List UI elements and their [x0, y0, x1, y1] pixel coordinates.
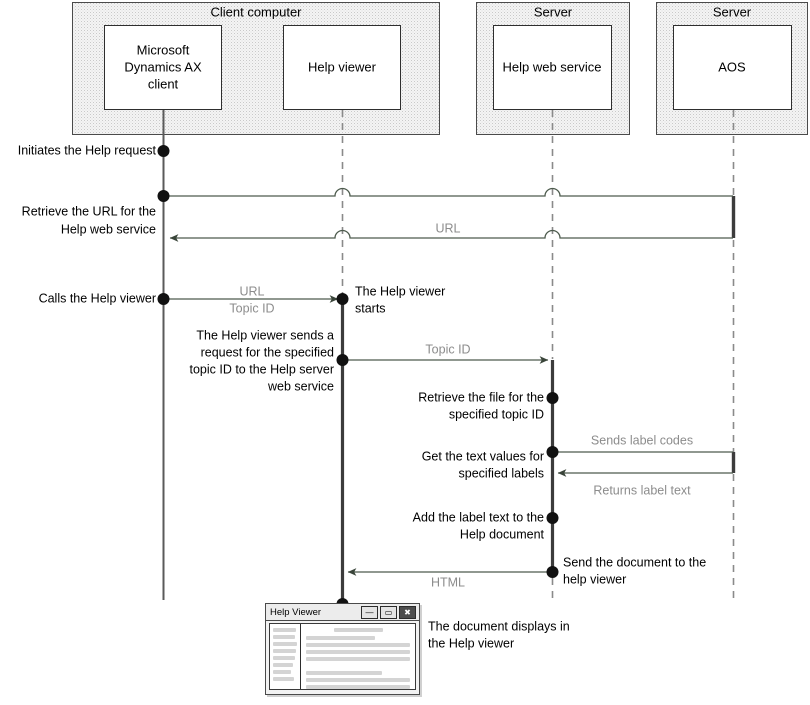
nav-placeholder-bar — [273, 649, 296, 653]
event-dot — [336, 354, 349, 366]
maximize-icon[interactable]: ▭ — [380, 606, 397, 619]
event-dot — [157, 145, 170, 157]
annotation-line: Help web service — [61, 222, 156, 236]
message-label-topic-id-bottom: Topic ID — [229, 301, 274, 315]
participant-aos[interactable]: AOS — [673, 25, 792, 110]
nav-placeholder-bar — [273, 642, 297, 646]
event-dot — [546, 566, 559, 578]
annotation-get-text-values: Get the text values for specified labels — [422, 449, 544, 480]
annotation-line: The document displays in — [428, 619, 570, 633]
help-viewer-title-bar[interactable]: Help Viewer — ▭ ✖ — [266, 604, 419, 621]
annotation-add-label-text: Add the label text to the Help document — [413, 510, 545, 541]
doc-placeholder-line — [306, 671, 382, 675]
annotation-document-displays: The document displays in the Help viewer — [428, 619, 570, 650]
message-sends-label-codes: Sends label codes — [554, 433, 733, 453]
message-label-url-top: URL — [239, 284, 264, 298]
help-viewer-document-pane[interactable] — [301, 624, 415, 689]
doc-placeholder-line — [306, 643, 410, 647]
annotation-line: specified labels — [459, 466, 544, 480]
message-retrieve-url-request — [165, 187, 733, 197]
container-server1-label: Server — [534, 4, 573, 19]
container-client-computer-label: Client computer — [210, 4, 302, 19]
annotation-line: Calls the Help viewer — [39, 291, 156, 305]
doc-title-placeholder — [334, 628, 383, 632]
participant-help-web-service[interactable]: Help web service — [493, 25, 612, 110]
event-dot — [546, 446, 559, 458]
annotation-initiates-help-request: Initiates the Help request — [18, 143, 157, 157]
annotation-line: Retrieve the URL for the — [22, 204, 156, 218]
annotation-line: Get the text values for — [422, 449, 544, 463]
help-viewer-window[interactable]: Help Viewer — ▭ ✖ — [265, 603, 420, 695]
message-html-response: HTML — [347, 568, 550, 589]
doc-placeholder-line — [306, 685, 410, 689]
event-dot — [546, 392, 559, 404]
annotation-retrieve-url: Retrieve the URL for the Help web servic… — [22, 204, 156, 236]
annotation-line: Add the label text to the — [413, 510, 544, 524]
doc-placeholder-line — [306, 636, 376, 640]
container-server2-label: Server — [713, 4, 752, 19]
annotation-line: topic ID to the Help server — [189, 362, 334, 376]
nav-placeholder-bar — [273, 670, 291, 674]
nav-placeholder-bar — [273, 663, 293, 667]
help-viewer-body — [269, 623, 416, 690]
event-dot — [157, 190, 170, 202]
participant-ax-client-line1: Microsoft — [137, 42, 190, 57]
participant-aos-label: AOS — [718, 59, 746, 74]
annotation-line: The Help viewer — [355, 284, 445, 298]
annotation-line: Retrieve the file for the — [418, 390, 544, 404]
window-controls: — ▭ ✖ — [361, 606, 416, 619]
participant-help-viewer[interactable]: Help viewer — [283, 25, 401, 110]
doc-placeholder-line — [306, 650, 410, 654]
annotation-help-viewer-sends-request: The Help viewer sends a request for the … — [189, 328, 334, 393]
participant-ax-client-line2: Dynamics AX — [124, 59, 202, 74]
message-label-html: HTML — [431, 575, 465, 589]
participant-help-web-service-label: Help web service — [503, 59, 602, 74]
annotation-retrieve-file: Retrieve the file for the specified topi… — [418, 390, 544, 421]
doc-spacer — [306, 664, 411, 668]
message-label-topic-id: Topic ID — [425, 342, 470, 356]
doc-placeholder-line — [306, 657, 410, 661]
message-returns-label-text: Returns label text — [557, 469, 733, 497]
help-viewer-navigation-pane[interactable] — [270, 624, 301, 689]
message-url-response: URL — [169, 221, 733, 242]
annotation-line: Help document — [460, 527, 545, 541]
participant-ax-client-line3: client — [148, 76, 179, 91]
message-calls-help-viewer: URL Topic ID — [165, 284, 339, 315]
annotation-send-document: Send the document to the help viewer — [563, 555, 706, 586]
annotation-calls-help-viewer: Calls the Help viewer — [39, 291, 156, 305]
close-icon[interactable]: ✖ — [399, 606, 416, 619]
event-dot — [336, 293, 349, 305]
message-label-sends-label-codes: Sends label codes — [591, 433, 693, 447]
event-dot — [546, 512, 559, 524]
nav-placeholder-bar — [273, 677, 294, 681]
message-topic-id-request: Topic ID — [344, 342, 549, 364]
annotation-line: help viewer — [563, 572, 626, 586]
participant-ax-client[interactable]: Microsoft Dynamics AX client — [104, 25, 222, 110]
nav-placeholder-bar — [273, 628, 296, 632]
annotation-line: request for the specified — [201, 345, 334, 359]
message-label-url-response: URL — [435, 221, 460, 235]
annotation-line: Send the document to the — [563, 555, 706, 569]
doc-placeholder-line — [306, 678, 410, 682]
annotation-help-viewer-starts: The Help viewer starts — [355, 284, 445, 315]
participant-help-viewer-label: Help viewer — [308, 59, 377, 74]
message-label-returns-label-text: Returns label text — [593, 483, 691, 497]
annotation-line: starts — [355, 301, 386, 315]
minimize-icon[interactable]: — — [361, 606, 378, 619]
annotation-line: the Help viewer — [428, 636, 514, 650]
help-viewer-title: Help Viewer — [270, 606, 322, 618]
annotation-line: The Help viewer sends a — [196, 328, 334, 342]
nav-placeholder-bar — [273, 635, 295, 639]
annotation-line: Initiates the Help request — [18, 143, 157, 157]
annotation-line: specified topic ID — [449, 407, 544, 421]
annotation-line: web service — [267, 379, 334, 393]
nav-placeholder-bar — [273, 656, 295, 660]
event-dot — [157, 293, 170, 305]
